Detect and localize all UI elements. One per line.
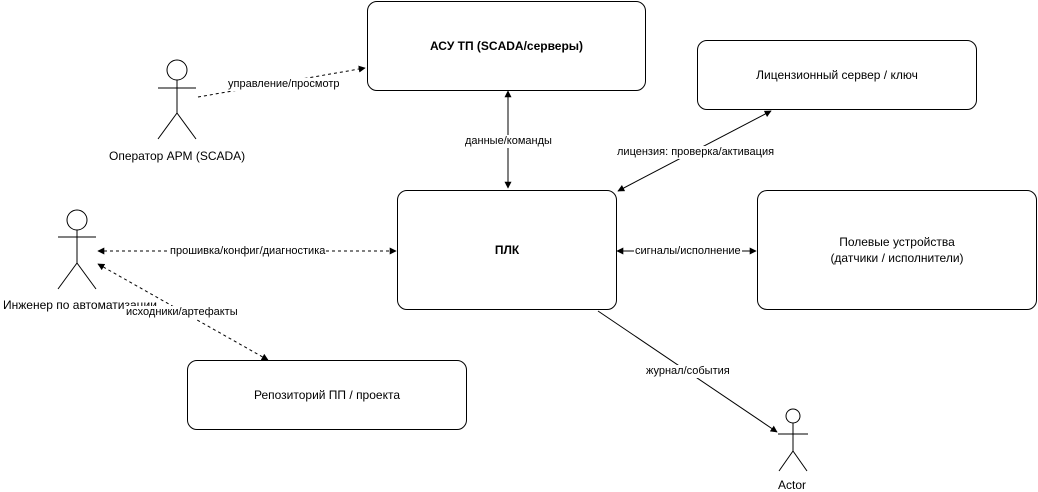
repository-node-label: Репозиторий ПП / проекта (253, 388, 401, 402)
repository-node[interactable]: Репозиторий ПП / проекта (187, 360, 467, 430)
field-devices-node-line1: Полевые устройства (839, 235, 955, 249)
edge-label-plc-field: сигналы/исполнение (634, 245, 742, 258)
actor-label: Actor (778, 478, 807, 492)
operator-actor-label: Оператор АРМ (SCADA) (109, 149, 246, 163)
field-devices-node-text: Полевые устройства (датчики / исполнител… (830, 234, 963, 266)
plc-node-label: ПЛК (494, 243, 520, 257)
operator-actor-figure (157, 59, 197, 140)
engineer-actor-figure (57, 209, 97, 290)
field-devices-node-line2: (датчики / исполнители) (830, 251, 964, 265)
actor-figure (778, 408, 808, 472)
license-server-node[interactable]: Лицензионный сервер / ключ (697, 40, 977, 110)
edge-label-scada-plc: данные/команды (464, 135, 553, 148)
field-devices-node[interactable]: Полевые устройства (датчики / исполнител… (757, 190, 1037, 310)
scada-node-label: АСУ ТП (SCADA/серверы) (429, 39, 584, 53)
license-server-node-label: Лицензионный сервер / ключ (756, 68, 918, 82)
edge-label-license-plc: лицензия: проверка/активация (616, 146, 776, 159)
edge-label-engineer-plc: прошивка/конфиг/диагностика (169, 245, 327, 258)
scada-node[interactable]: АСУ ТП (SCADA/серверы) (367, 1, 646, 91)
engineer-actor-label: Инженер по автоматизации (3, 298, 157, 312)
plc-node[interactable]: ПЛК (397, 190, 617, 310)
edge-label-operator-scada: управление/просмотр (227, 78, 341, 91)
edge-label-plc-actor: журнал/события (645, 365, 731, 378)
edge-label-engineer-repo: исходники/артефакты (125, 306, 239, 319)
